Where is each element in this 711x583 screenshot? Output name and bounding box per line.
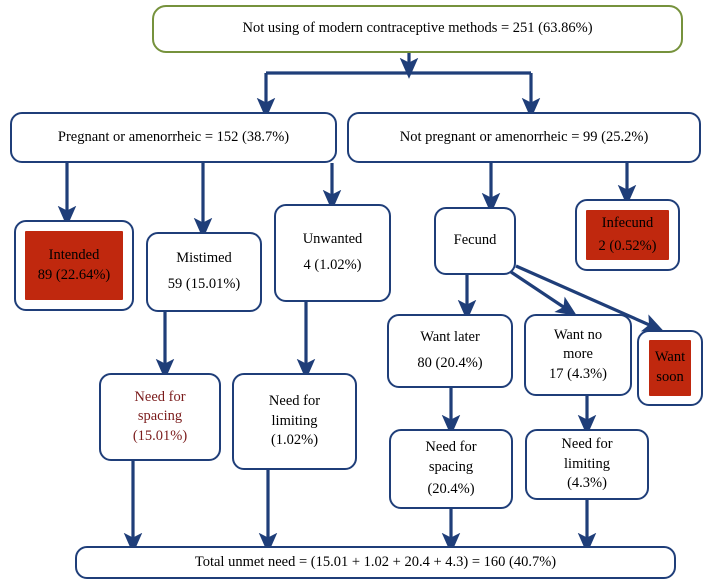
node-pregnant-or-amenorrheic[interactable]: Pregnant or amenorrheic = 152 (38.7%) (10, 112, 337, 163)
title-node-label: Not using of modern contraceptive method… (242, 20, 593, 37)
node-fecund[interactable]: Fecund (434, 207, 516, 275)
node-label-2: soon (656, 369, 684, 385)
node-label: Infecund (601, 214, 654, 231)
node-value: (15.01%) (132, 427, 188, 444)
node-label: Fecund (453, 232, 497, 249)
node-label-2: limiting (271, 412, 318, 429)
node-need-for-spacing-right[interactable]: Need for spacing (20.4%) (389, 429, 513, 509)
node-value: 17 (4.3%) (549, 365, 607, 382)
node-need-for-limiting-right[interactable]: Need for limiting (4.3%) (525, 429, 649, 500)
edge-fecund-to-want-no-more (510, 270, 578, 317)
node-label: Unwanted (302, 231, 363, 248)
node-label: Pregnant or amenorrheic = 152 (38.7%) (57, 128, 290, 145)
node-label: Want later (420, 329, 480, 346)
node-need-for-spacing-left[interactable]: Need for spacing (15.01%) (99, 373, 221, 461)
node-value: 59 (15.01%) (167, 276, 241, 292)
node-label: Intended (48, 246, 100, 263)
node-value: (20.4%) (427, 481, 475, 498)
node-label-2: limiting (564, 455, 610, 472)
infecund-highlight-fill: Infecund 2 (0.52%) (586, 210, 669, 260)
node-want-soon[interactable]: Want soon (637, 330, 703, 406)
node-label-2: spacing (137, 408, 183, 425)
node-not-pregnant-or-amenorrheic[interactable]: Not pregnant or amenorrheic = 99 (25.2%) (347, 112, 701, 163)
node-label: Need for (561, 436, 613, 453)
node-unwanted[interactable]: Unwanted 4 (1.02%) (274, 204, 391, 302)
node-label: Want (654, 349, 686, 366)
node-label: Not pregnant or amenorrheic = 99 (25.2%) (399, 128, 649, 145)
node-value: (1.02%) (270, 432, 319, 449)
node-label: Want no (553, 326, 603, 343)
want-soon-highlight-fill: Want soon (649, 340, 691, 396)
node-label-2: more (563, 346, 593, 363)
node-label-2: spacing (428, 458, 474, 475)
node-label: Mistimed (176, 250, 232, 267)
intended-highlight-fill: Intended 89 (22.64%) (25, 231, 123, 300)
node-label: Total unmet need = (15.01 + 1.02 + 20.4 … (194, 553, 557, 570)
node-want-no-more[interactable]: Want no more 17 (4.3%) (524, 314, 632, 396)
node-value: 80 (20.4%) (417, 355, 483, 371)
node-infecund[interactable]: Infecund 2 (0.52%) (575, 199, 680, 271)
node-need-for-limiting-left[interactable]: Need for limiting (1.02%) (232, 373, 357, 470)
node-want-later[interactable]: Want later 80 (20.4%) (387, 314, 513, 388)
node-value: 4 (1.02%) (303, 257, 362, 273)
node-label: Need for (268, 393, 321, 410)
node-mistimed[interactable]: Mistimed 59 (15.01%) (146, 232, 262, 312)
node-not-using-modern-methods[interactable]: Not using of modern contraceptive method… (152, 5, 683, 53)
node-label: Need for (425, 439, 477, 456)
node-value: 89 (22.64%) (37, 266, 111, 283)
node-value: 2 (0.52%) (598, 237, 657, 254)
node-intended[interactable]: Intended 89 (22.64%) (14, 220, 134, 311)
node-value: (4.3%) (567, 475, 607, 492)
node-label: Need for (134, 388, 186, 405)
node-total-unmet-need[interactable]: Total unmet need = (15.01 + 1.02 + 20.4 … (75, 546, 676, 579)
